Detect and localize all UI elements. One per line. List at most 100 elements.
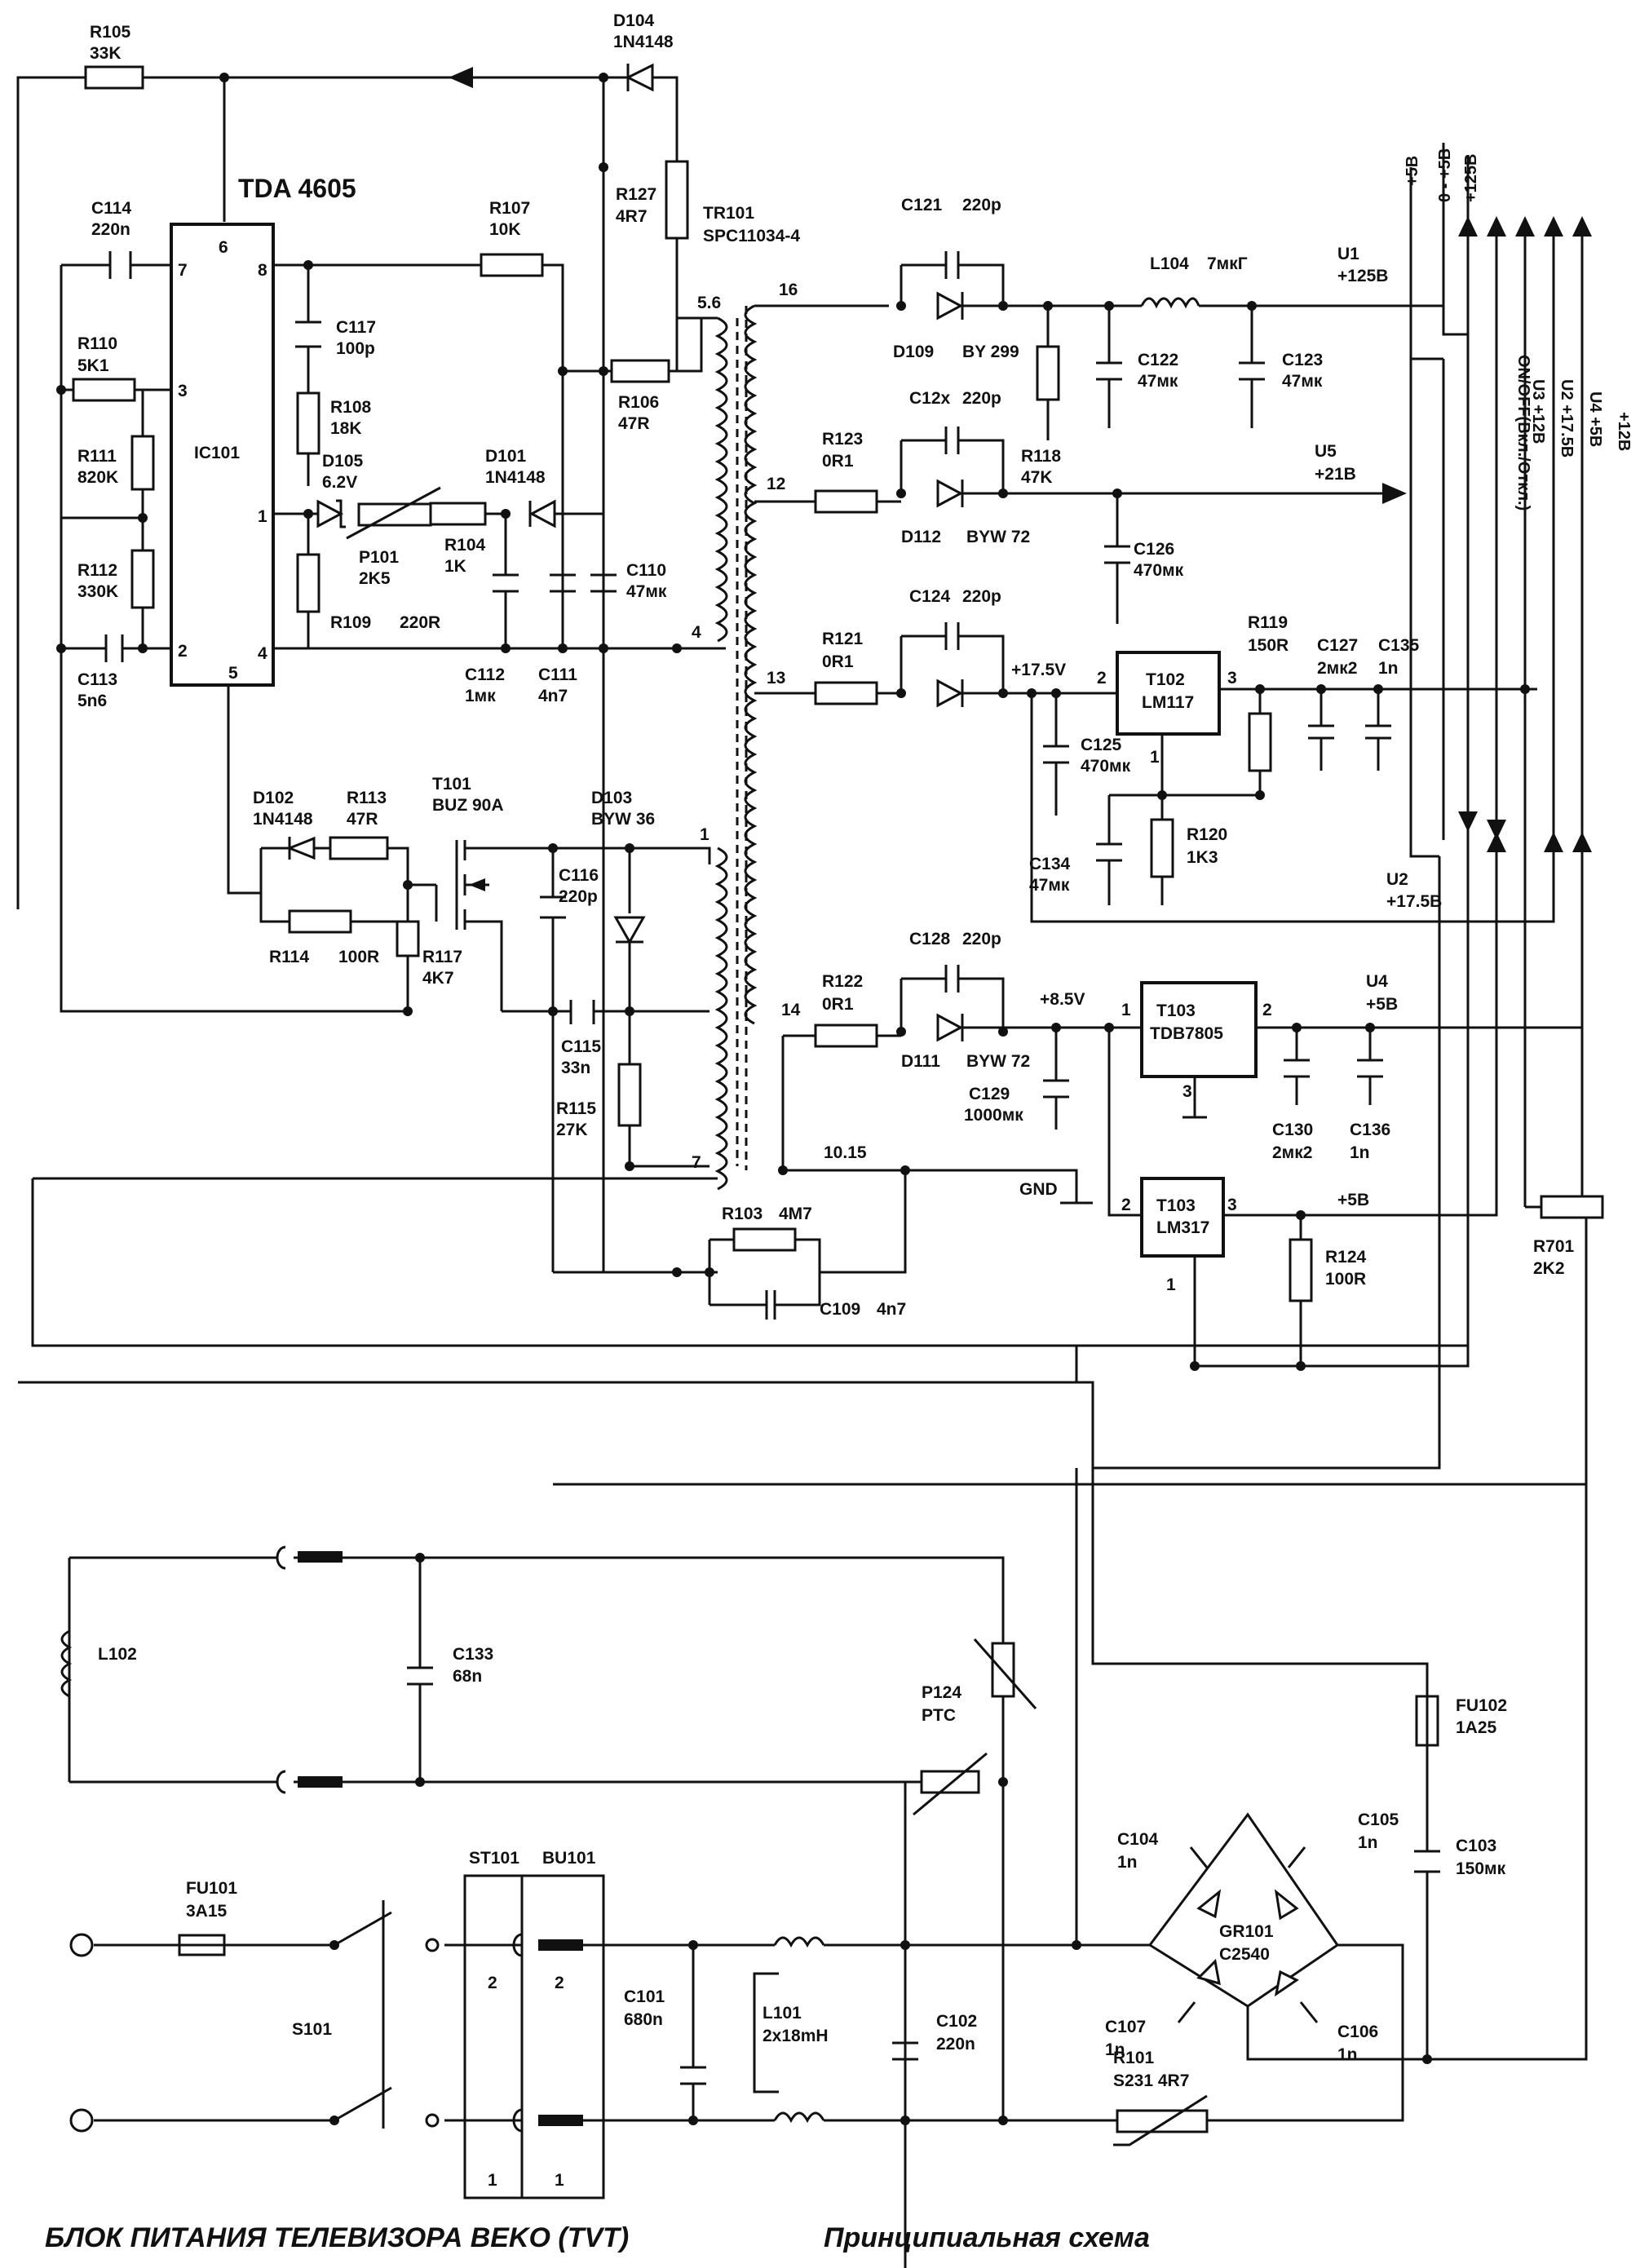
c102-ref: C102 (936, 2012, 977, 2031)
r108-ref: R108 (330, 398, 372, 417)
capacitor-c122 (1096, 361, 1122, 381)
t102-pin-2: 2 (1097, 669, 1107, 687)
tr101-pin-12: 12 (767, 475, 785, 493)
pin-contact-2 (538, 1939, 583, 1951)
bridge-rectifier-gr101 (1147, 1812, 1340, 2023)
resistor-r106 (610, 359, 670, 383)
node-8-5v-label: +8.5V (1040, 990, 1085, 1009)
t101-ref: T101 (432, 775, 471, 794)
fuse-fu101 (178, 1934, 226, 1956)
t101-val: BUZ 90A (432, 796, 504, 815)
r101-val: S231 4R7 (1113, 2071, 1189, 2090)
d104-ref: D104 (613, 11, 655, 30)
r107-ref: R107 (489, 199, 530, 218)
c105-ref: C105 (1358, 1810, 1399, 1829)
c110-ref: C110 (626, 561, 666, 580)
c12x-val: 220p (962, 389, 1001, 408)
c12x-ref: C12x (909, 389, 951, 408)
r112-val: 330K (77, 582, 118, 601)
st101-pin-1: 1 (488, 2171, 497, 2190)
r105-ref: R105 (90, 23, 131, 42)
c105-val: 1n (1358, 1833, 1378, 1852)
c136-val: 1n (1350, 1143, 1370, 1162)
resistor-r124 (1289, 1238, 1313, 1302)
regulator-t102 (1116, 651, 1221, 736)
t102-ref: T102 (1146, 670, 1185, 689)
d102-val: 1N4148 (253, 810, 313, 829)
inductor-l102 (60, 1629, 73, 1698)
c115-val: 33n (561, 1059, 590, 1077)
c123-ref: C123 (1282, 351, 1323, 369)
r127-ref: R127 (616, 185, 656, 204)
capacitor-c124 (944, 622, 960, 650)
c104-val: 1n (1117, 1853, 1138, 1872)
d112-ref: D112 (901, 528, 941, 546)
diode-d101 (528, 499, 556, 528)
c128-val: 220p (962, 930, 1001, 948)
c135-val: 1n (1378, 659, 1399, 678)
diagram-title: БЛОК ПИТАНИЯ ТЕЛЕВИЗОРА BEKO (TVT) (45, 2222, 629, 2253)
c117-val: 100p (336, 339, 375, 358)
u1-val: +125В (1337, 267, 1388, 285)
capacitor-c116 (540, 895, 566, 919)
r115-ref: R115 (556, 1099, 596, 1118)
t103a-pin-2: 2 (1262, 1001, 1272, 1019)
capacitor-c111 (550, 573, 576, 593)
signal-arrow (449, 67, 473, 88)
ic-pin-7: 7 (178, 261, 188, 280)
resistor-r105 (84, 65, 144, 90)
r121-val: 0R1 (822, 652, 854, 671)
d109-ref: D109 (893, 343, 934, 361)
c113-ref: C113 (77, 670, 117, 689)
resistor-r107 (480, 253, 544, 277)
c116-val: 220p (559, 887, 598, 906)
r110-val: 5K1 (77, 356, 109, 375)
capacitor-c127 (1308, 724, 1334, 740)
capacitor-c101 (680, 2066, 706, 2085)
c117-ref: C117 (336, 318, 376, 337)
tr101-ref: TR101 (703, 204, 754, 223)
c115-ref: C115 (561, 1037, 601, 1056)
bu101-ref: BU101 (542, 1849, 596, 1868)
c112-ref: C112 (465, 665, 505, 684)
c126-val: 470мк (1134, 561, 1184, 580)
tr101-pin-10-15: 10.15 (824, 1143, 867, 1162)
ic-part-label: TDA 4605 (238, 174, 356, 203)
capacitor-c109 (765, 1290, 776, 1320)
bus-label-125v: +125В (1462, 154, 1480, 203)
r115-val: 27K (556, 1121, 588, 1139)
resistor-r121 (814, 681, 878, 705)
t103a-val: TDB7805 (1150, 1024, 1223, 1043)
ic-pin-1: 1 (258, 507, 267, 526)
resistor-r109 (296, 553, 320, 613)
c107-ref: C107 (1105, 2018, 1146, 2036)
c127-val: 2мк2 (1317, 659, 1357, 678)
p101-ref: P101 (359, 548, 399, 567)
tr101-pin-4: 4 (692, 623, 701, 642)
c107-val: 1n (1105, 2040, 1125, 2059)
mosfet-t101 (463, 840, 485, 930)
r701-val: 2K2 (1533, 1259, 1565, 1278)
c129-ref: C129 (969, 1085, 1010, 1103)
plug-contact-2 (512, 1933, 523, 1957)
resistor-r104 (429, 502, 487, 526)
fu101-ref: FU101 (186, 1879, 237, 1898)
tr101-pin-1: 1 (700, 825, 709, 844)
diode-d113 (936, 679, 964, 708)
resistor-r111 (130, 435, 155, 491)
r122-ref: R122 (822, 972, 863, 991)
c123-val: 47мк (1282, 372, 1323, 391)
resistor-r118 (1036, 345, 1060, 401)
d111-ref: D111 (901, 1052, 940, 1071)
capacitor-c112 (493, 573, 519, 593)
c116-ref: C116 (559, 866, 599, 885)
pin-contact-1 (538, 2115, 583, 2126)
resistor-r103 (732, 1227, 797, 1252)
gr101-ref: GR101 (1219, 1922, 1274, 1941)
r117-ref: R117 (422, 948, 462, 966)
t103a-ref: T103 (1156, 1001, 1196, 1020)
resistor-r701 (1540, 1195, 1604, 1219)
r107-val: 10K (489, 220, 521, 239)
u4-name: U4 (1366, 972, 1388, 991)
t103b-ref: T103 (1156, 1196, 1196, 1215)
